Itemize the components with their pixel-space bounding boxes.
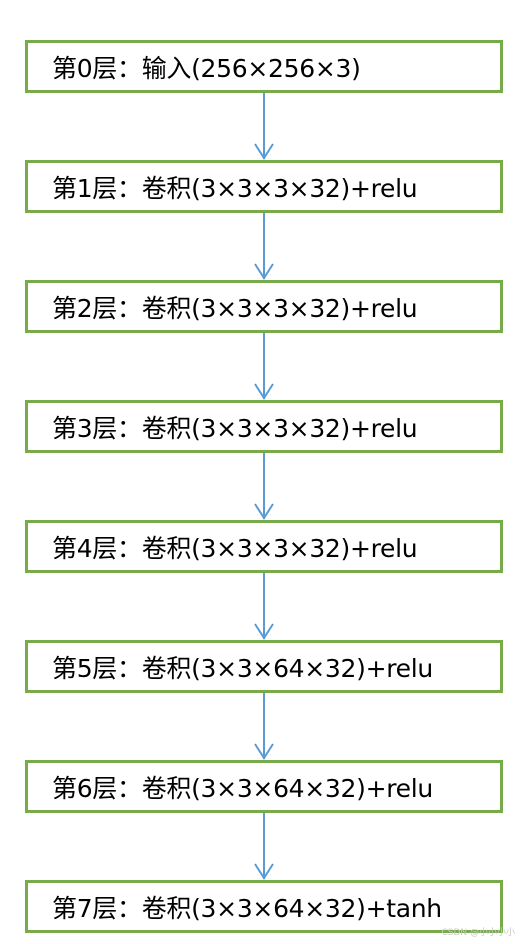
layer-box-2: 第2层：卷积(3×3×3×32)+relu xyxy=(25,280,503,333)
watermark: CSDN @小小小小 xyxy=(441,928,515,938)
layer-box-7: 第7层：卷积(3×3×64×32)+tanh xyxy=(25,880,503,933)
layer-box-6: 第6层：卷积(3×3×64×32)+relu xyxy=(25,760,503,813)
layer-label-6: 第6层：卷积(3×3×64×32)+relu xyxy=(52,773,433,803)
layer-label-0: 第0层：输入(256×256×3) xyxy=(52,53,361,83)
arrow-head-1 xyxy=(254,263,274,280)
arrow-head-6 xyxy=(254,863,274,880)
arrow-head-3 xyxy=(254,503,274,520)
layer-label-2: 第2层：卷积(3×3×3×32)+relu xyxy=(52,293,418,323)
arrow-head-0 xyxy=(254,143,274,160)
layer-box-4: 第4层：卷积(3×3×3×32)+relu xyxy=(25,520,503,573)
layer-box-0: 第0层：输入(256×256×3) xyxy=(25,40,503,93)
layer-label-3: 第3层：卷积(3×3×3×32)+relu xyxy=(52,413,418,443)
layer-label-7: 第7层：卷积(3×3×64×32)+tanh xyxy=(52,893,442,923)
layer-label-5: 第5层：卷积(3×3×64×32)+relu xyxy=(52,653,433,683)
layer-box-3: 第3层：卷积(3×3×3×32)+relu xyxy=(25,400,503,453)
arrow-head-2 xyxy=(254,383,274,400)
layer-box-1: 第1层：卷积(3×3×3×32)+relu xyxy=(25,160,503,213)
layer-label-1: 第1层：卷积(3×3×3×32)+relu xyxy=(52,173,418,203)
arrow-head-5 xyxy=(254,743,274,760)
layer-box-5: 第5层：卷积(3×3×64×32)+relu xyxy=(25,640,503,693)
arrow-head-4 xyxy=(254,623,274,640)
layer-label-4: 第4层：卷积(3×3×3×32)+relu xyxy=(52,533,418,563)
